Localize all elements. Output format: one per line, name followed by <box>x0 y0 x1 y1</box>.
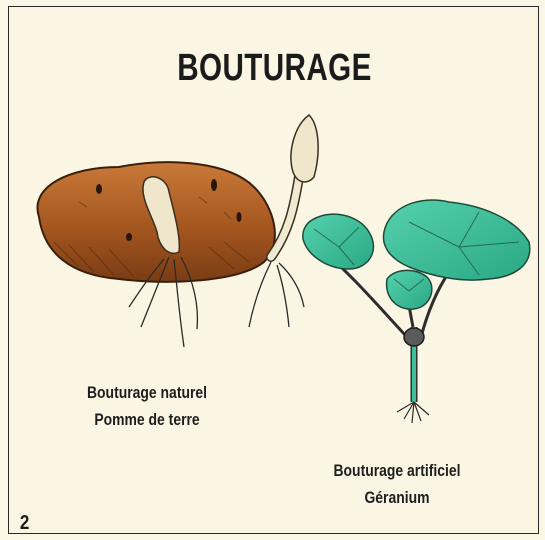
potato-sprout-bud <box>291 115 318 182</box>
caption-naturel-line2: Pomme de terre <box>65 406 229 433</box>
caption-artificiel-line1: Bouturage artificiel <box>315 457 479 484</box>
potato-illustration <box>37 115 318 347</box>
plate-number: 2 <box>20 512 29 535</box>
caption-naturel-line1: Bouturage naturel <box>65 379 229 406</box>
geranium-leaf-big <box>383 200 529 280</box>
geranium-illustration <box>303 200 530 423</box>
caption-artificiel-line2: Géranium <box>315 484 479 511</box>
geranium-node <box>404 328 424 346</box>
geranium-roots <box>397 402 429 423</box>
plate-card: BOUTURAGE <box>8 6 539 534</box>
caption-artificiel: Bouturage artificiel Géranium <box>315 457 479 511</box>
illustration-canvas <box>9 7 540 535</box>
caption-naturel: Bouturage naturel Pomme de terre <box>65 379 229 433</box>
geranium-leaf-left <box>303 214 374 269</box>
geranium-leaf-small <box>387 270 432 309</box>
